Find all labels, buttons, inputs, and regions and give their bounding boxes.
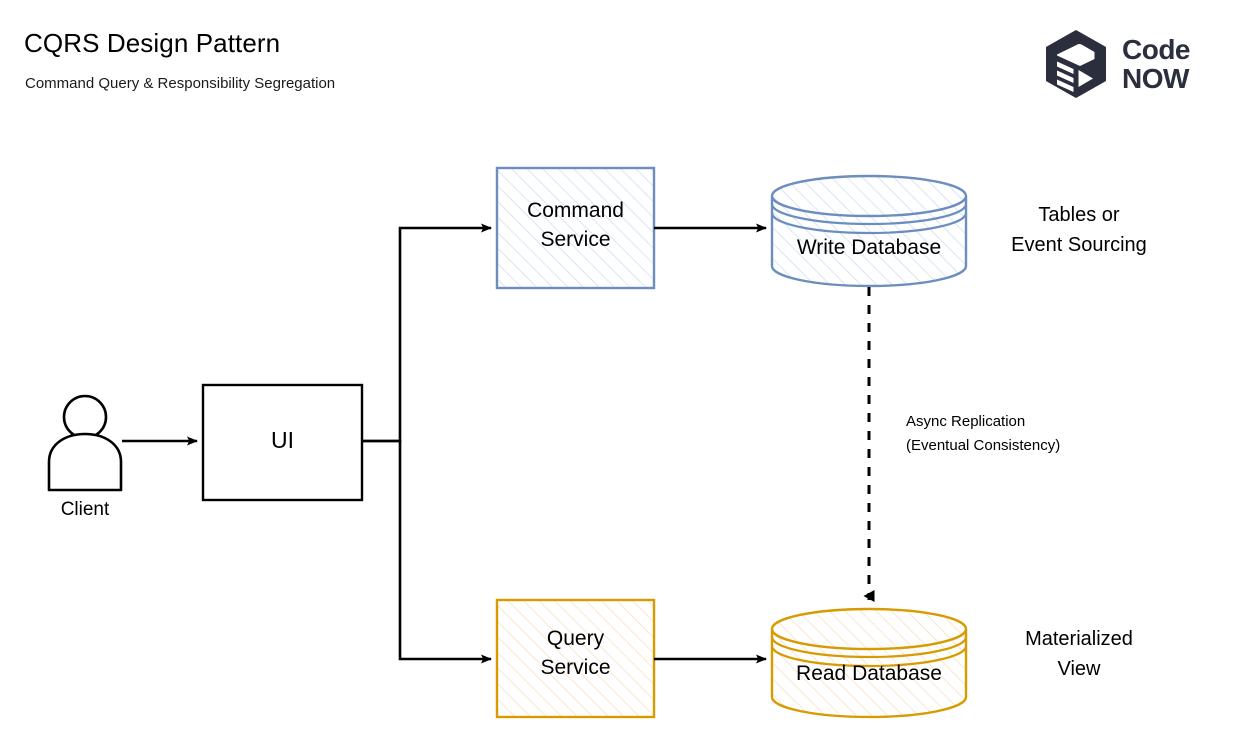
codenow-wordmark: Code NOW [1122,34,1191,94]
node-ui[interactable] [201,383,364,502]
read-note-line1: Materialized [1025,628,1133,650]
node-read-database[interactable] [770,607,968,719]
node-query-service[interactable] [495,598,656,719]
write-note-line2: Event Sourcing [1011,234,1147,256]
node-client[interactable] [47,394,123,492]
node-write-database-label: Write Database [796,236,942,259]
page-title: CQRS Design Pattern [24,28,281,58]
annotation-write-note: Tables or Event Sourcing [985,200,1173,260]
replication-note-line1: Async Replication [906,413,1026,430]
page-subtitle: Command Query & Responsibility Segregati… [25,75,336,92]
node-command-service[interactable] [495,166,656,290]
node-read-database-label: Read Database [796,662,942,685]
write-note-line1: Tables or [1038,204,1120,226]
annotation-read-note: Materialized View [985,624,1173,684]
node-write-database[interactable] [770,174,968,288]
codenow-hexagon-icon [1046,30,1106,98]
read-note-line2: View [1057,658,1101,680]
node-ui-label: UI [271,427,294,453]
edge-ui-to-command-service [362,223,492,443]
annotation-replication-note: Async Replication (Eventual Consistency) [906,410,1060,458]
svg-text:Code: Code [1122,34,1190,65]
replication-note-line2: (Eventual Consistency) [906,437,1061,454]
codenow-logo: Code NOW [1040,28,1226,102]
node-client-label: Client [60,499,110,520]
edge-ui-to-query-service [362,439,492,664]
svg-text:NOW: NOW [1122,63,1190,94]
